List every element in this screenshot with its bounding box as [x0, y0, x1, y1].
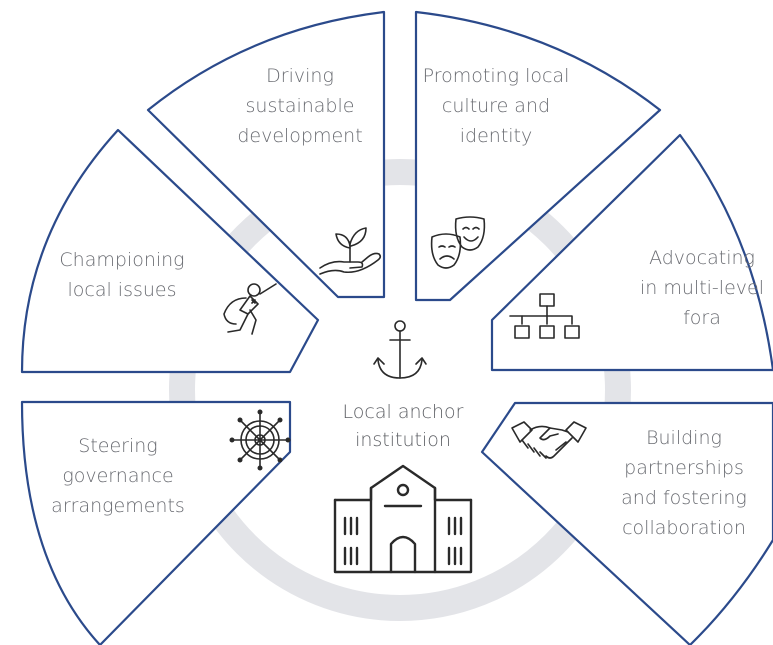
handshake-icon [511, 421, 587, 459]
label-building: Building partnerships and fostering coll… [621, 427, 747, 539]
label-building-line-2: partnerships [624, 457, 744, 479]
school-building-icon [333, 464, 473, 574]
center-label-line-2: institution [355, 429, 451, 451]
label-driving-line-3: development [237, 125, 362, 147]
grey-ring [169, 159, 631, 621]
label-driving: Driving sustainable development [237, 65, 362, 147]
label-promoting: Promoting local culture and identity [423, 65, 570, 147]
label-promoting-line-1: Promoting local [423, 65, 570, 87]
label-advocating-line-3: fora [683, 307, 721, 329]
label-promoting-line-3: identity [460, 125, 533, 147]
label-steering-line-3: arrangements [51, 495, 185, 517]
hierarchy-chart-icon [509, 293, 580, 339]
label-advocating-line-2: in multi-level [640, 277, 764, 299]
sprout-in-hand-icon [319, 227, 382, 275]
label-championing: Championing local issues [59, 249, 184, 301]
label-building-line-1: Building [646, 427, 722, 449]
label-driving-line-2: sustainable [246, 95, 355, 117]
label-advocating: Advocating in multi-level fora [640, 247, 764, 329]
segment-driving-sustainable-development [146, 10, 386, 299]
label-building-line-3: and fostering [621, 487, 747, 509]
label-advocating-line-1: Advocating [649, 247, 755, 269]
superhero-icon [223, 283, 277, 335]
center-label-line-1: Local anchor [343, 401, 464, 423]
label-championing-line-2: local issues [67, 279, 176, 301]
ship-wheel-icon [229, 409, 291, 471]
anchor-icon [373, 320, 427, 379]
label-championing-line-1: Championing [59, 249, 184, 271]
label-promoting-line-2: culture and [442, 95, 550, 117]
label-building-line-4: collaboration [622, 517, 746, 539]
label-steering-line-2: governance [62, 465, 173, 487]
label-driving-line-1: Driving [266, 65, 334, 87]
theatre-masks-icon [430, 216, 486, 269]
label-steering-line-1: Steering [78, 435, 157, 457]
label-steering: Steering governance arrangements [51, 435, 185, 517]
